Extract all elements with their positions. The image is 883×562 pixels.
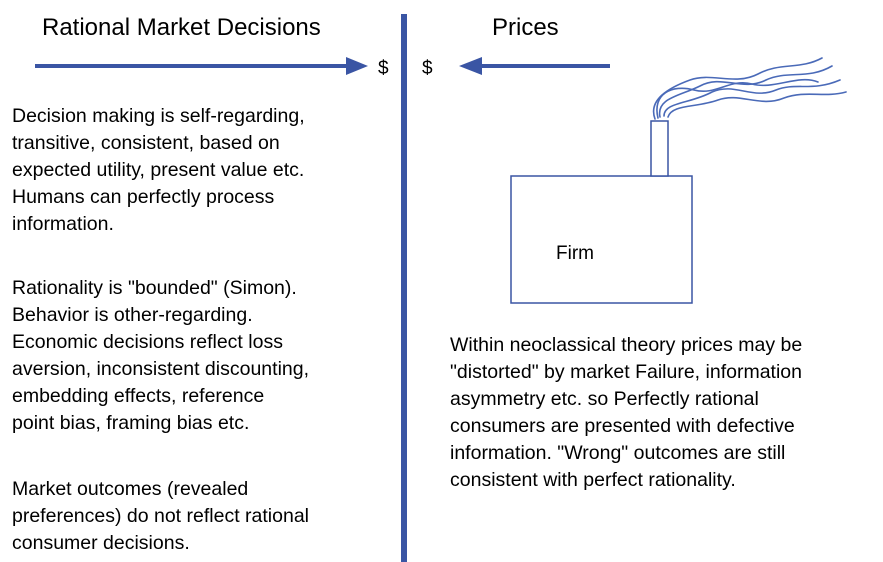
firm-factory-icon: [510, 57, 847, 304]
arrow-right-to-market: [35, 57, 368, 75]
neoclassical-prices-paragraph: Within neoclassical theory prices may be…: [450, 334, 803, 491]
bounded-rationality-paragraph: Rationality is "bounded" (Simon). Behavi…: [12, 277, 310, 434]
smoke-icon: [652, 57, 847, 120]
firm-building: [510, 175, 693, 304]
prices-heading: Prices: [492, 14, 559, 41]
center-divider: [401, 14, 407, 562]
market-outcomes-paragraph: Market outcomes (revealed preferences) d…: [12, 478, 309, 554]
perfect-rationality-paragraph: Decision making is self-regarding, trans…: [12, 105, 305, 235]
arrow-left-from-prices: [459, 57, 610, 75]
right-dollar-sign: $: [422, 58, 433, 79]
left-dollar-sign: $: [378, 58, 389, 79]
firm-label: Firm: [556, 243, 594, 264]
rational-market-decisions-heading: Rational Market Decisions: [42, 14, 321, 41]
firm-chimney: [650, 120, 669, 177]
